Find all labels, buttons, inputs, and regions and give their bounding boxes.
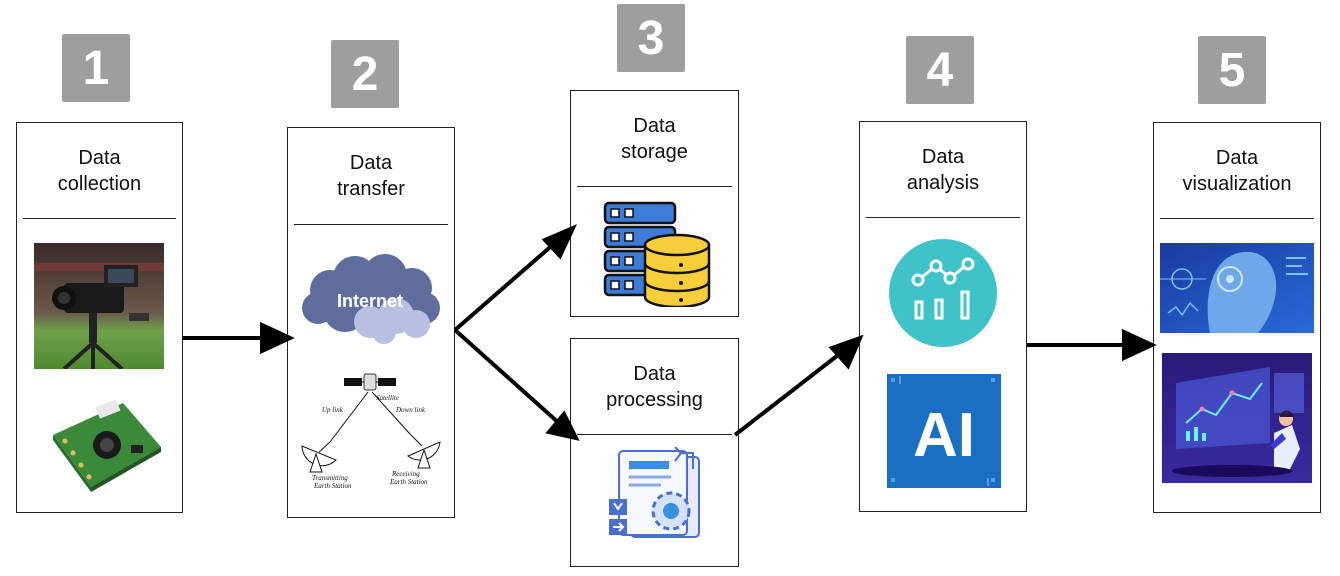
satellite-label: Satellite: [376, 394, 399, 402]
internet-label: Internet: [337, 291, 403, 311]
arrowhead: [541, 224, 578, 260]
receiving-label: Earth Station: [389, 478, 428, 486]
divider: [577, 434, 732, 435]
divider: [577, 186, 732, 187]
title-line: Data: [633, 363, 676, 385]
title-line: visualization: [1182, 173, 1292, 195]
step-badge-2: 2: [331, 40, 399, 108]
stage-data-transfer: Data transfer Internet Up link Satellite…: [287, 127, 455, 518]
step-badge-3: 3: [617, 4, 685, 72]
analyst-dashboard-image: [1162, 353, 1312, 483]
divider: [866, 217, 1020, 218]
arrowhead: [545, 410, 580, 441]
title-line: Data: [78, 147, 121, 169]
divider: [1160, 218, 1314, 219]
face-scan-image: [1160, 243, 1314, 333]
title-line: analysis: [906, 172, 980, 194]
internet-cloud-image: Internet: [302, 254, 440, 344]
title-line: storage: [621, 141, 688, 163]
title-line: transfer: [337, 178, 405, 200]
title-line: Data: [921, 146, 965, 168]
stage-title: Data analysis: [860, 122, 1026, 218]
arrow-processing-to-analysis: [733, 350, 844, 437]
title-line: collection: [57, 173, 142, 195]
downlink-label: Down link: [395, 406, 426, 414]
title-line: Data: [1215, 147, 1259, 169]
arrowhead: [828, 334, 864, 370]
ai-label: AI: [913, 401, 975, 470]
stage-data-collection: Data collection: [16, 122, 183, 513]
stage-title: Data transfer: [288, 128, 454, 224]
database-server-icon: [603, 201, 711, 307]
stage-title: Data processing: [571, 339, 738, 435]
document-processing-icon: [609, 447, 700, 538]
divider: [294, 224, 448, 225]
stage-title: Data storage: [571, 91, 738, 187]
stage-data-analysis: Data analysis AI: [859, 121, 1027, 512]
title-line: Data: [633, 115, 676, 137]
analytics-chart-icon: [889, 239, 997, 347]
sensor-board-image: [53, 399, 161, 492]
uplink-label: Up link: [322, 406, 344, 414]
title-line: Data: [349, 152, 393, 174]
arrow-transfer-to-processing: [453, 328, 562, 426]
stage-data-visualization: Data visualization: [1153, 122, 1321, 513]
arrow-transfer-to-storage: [453, 240, 558, 332]
stage-data-processing: Data processing: [570, 338, 739, 567]
transmitting-label: Transmitting: [312, 474, 348, 482]
receiving-label: Receiving: [391, 470, 420, 478]
arrowhead: [260, 321, 295, 355]
ai-icon: AI: [887, 374, 1001, 488]
transmitting-label: Earth Station: [313, 482, 352, 490]
step-badge-4: 4: [906, 36, 974, 104]
step-badge-1: 1: [62, 34, 130, 102]
stage-title: Data visualization: [1154, 123, 1320, 219]
arrowhead: [1122, 328, 1157, 362]
stage-data-storage: Data storage: [570, 90, 739, 317]
broadcast-camera-image: [34, 243, 164, 369]
satellite-link-diagram: Up link Satellite Down link Transmitting…: [301, 373, 441, 490]
stage-title: Data collection: [17, 123, 182, 219]
divider: [23, 218, 176, 219]
step-badge-5: 5: [1198, 36, 1266, 104]
title-line: processing: [606, 389, 703, 411]
